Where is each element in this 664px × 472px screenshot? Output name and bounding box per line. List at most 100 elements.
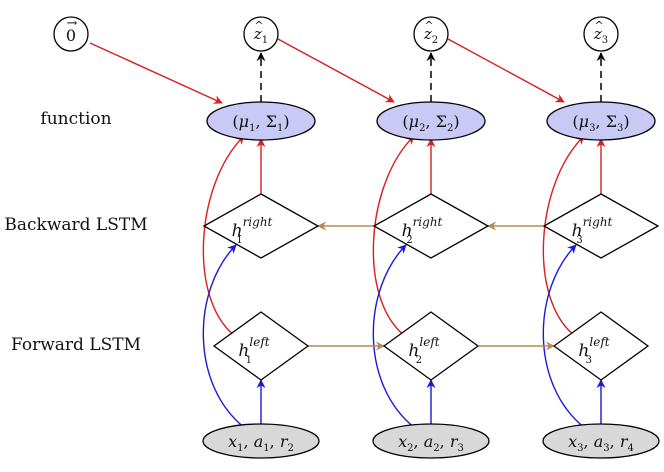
zero-vector-arrow: →: [67, 16, 78, 31]
edge-left-1-to-function-1: [202, 135, 245, 339]
input-3-term-2-sub: 3: [603, 443, 609, 454]
h-right-2-sub: 2: [406, 235, 412, 246]
h-right-2-sup: right: [413, 215, 443, 229]
svg-text:x3, a3, r4: x3, a3, r4: [568, 432, 634, 454]
edge-left-2-to-function-2: [372, 135, 415, 339]
svg-text:^: ^: [424, 19, 433, 32]
input-2-term-2-base: a: [424, 432, 434, 451]
input-2-term-2-sub: 2: [433, 443, 439, 454]
h-left-2-sub: 2: [416, 355, 422, 366]
input-1-term-1-base: x: [228, 432, 237, 451]
input-2-term-1-sub: 2: [407, 443, 413, 454]
svg-text:x2, a2, r3: x2, a2, r3: [398, 432, 464, 454]
z-hat-node-3: ^ z3: [583, 16, 619, 52]
input-1-term-3-sub: 2: [287, 443, 293, 454]
h-right-3-sub: 3: [576, 235, 582, 246]
zero-vector-symbol: 0: [66, 26, 76, 45]
row-label-backward-lstm: Backward LSTM: [4, 215, 147, 235]
h-left-1-sub: 1: [246, 355, 252, 366]
forward-lstm-node-1: hleft 1: [212, 311, 310, 381]
sigma-1-sub: 1: [277, 123, 283, 134]
edge-z-2-to-function-3: [447, 38, 565, 103]
svg-text:(μ2, Σ2): (μ2, Σ2): [402, 112, 459, 134]
z-hat-1-base: z: [253, 25, 262, 43]
mu-1-sub: 1: [249, 123, 255, 134]
function-node-1: (μ1, Σ1): [206, 101, 316, 141]
z-hat-2-base: z: [423, 25, 432, 43]
row-label-function: function: [40, 109, 111, 129]
zero-vector-node: → 0: [53, 16, 89, 52]
h-right-1-base: h: [232, 221, 243, 241]
z-hat-3-base: z: [593, 25, 602, 43]
h-left-1-base: h: [238, 341, 249, 361]
svg-text:(μ1, Σ1): (μ1, Σ1): [232, 112, 289, 134]
mu-2-sub: 2: [419, 123, 425, 134]
h-left-3-sup: left: [589, 335, 609, 349]
z-hat-3-sub: 3: [602, 35, 608, 46]
h-left-3-sub: 3: [586, 355, 592, 366]
sigma-1-base: Σ: [266, 112, 277, 131]
input-3-term-2-base: a: [594, 432, 604, 451]
h-left-1-sup: left: [249, 335, 269, 349]
h-right-1-sub: 1: [236, 235, 242, 246]
h-right-3-base: h: [572, 221, 583, 241]
input-3-term-3-base: r: [620, 432, 629, 451]
input-node-1: x1, a1, r2: [202, 423, 320, 459]
function-node-3: (μ3, Σ3): [546, 101, 656, 141]
h-right-2-base: h: [402, 221, 413, 241]
h-right-1-sup: right: [243, 215, 273, 229]
input-1-term-2-base: a: [254, 432, 264, 451]
edge-z-1-to-function-2: [277, 38, 395, 103]
z-hat-node-1: ^ z1: [243, 16, 279, 52]
input-node-2: x2, a2, r3: [372, 423, 490, 459]
svg-text:z2: z2: [423, 25, 438, 46]
input-3-term-3-sub: 4: [627, 443, 633, 454]
svg-text:z3: z3: [593, 25, 608, 46]
mu-2-base: μ: [409, 112, 419, 131]
forward-lstm-node-3: hleft 3: [552, 311, 650, 381]
edge-zero-to-function-1: [89, 42, 223, 104]
h-left-2-base: h: [408, 341, 419, 361]
input-3-term-1-sub: 3: [577, 443, 583, 454]
sigma-3-sub: 3: [617, 123, 623, 134]
input-2-term-1-base: x: [398, 432, 407, 451]
edge-input-2-to-right-2: [372, 244, 416, 429]
edge-input-3-to-right-3: [542, 244, 586, 429]
input-1-term-2-sub: 1: [263, 443, 269, 454]
sigma-2-sub: 2: [447, 123, 453, 134]
sigma-3-base: Σ: [606, 112, 617, 131]
svg-text:^: ^: [594, 19, 603, 32]
forward-lstm-node-2: hleft 2: [382, 311, 480, 381]
z-hat-2-sub: 2: [432, 35, 438, 46]
input-1-term-3-base: r: [280, 432, 289, 451]
z-hat-1-sub: 1: [262, 35, 268, 46]
h-left-2-sup: left: [419, 335, 439, 349]
mu-3-base: μ: [579, 112, 589, 131]
input-1-term-1-sub: 1: [237, 443, 243, 454]
edge-input-1-to-right-1: [202, 244, 246, 429]
input-2-term-3-sub: 3: [457, 443, 463, 454]
sigma-2-base: Σ: [436, 112, 447, 131]
input-node-3: x3, a3, r4: [542, 423, 660, 459]
function-node-2: (μ2, Σ2): [376, 101, 486, 141]
input-3-term-1-base: x: [568, 432, 577, 451]
svg-text:(μ3, Σ3): (μ3, Σ3): [572, 112, 629, 134]
svg-text:x1, a1, r2: x1, a1, r2: [228, 432, 294, 454]
h-left-3-base: h: [578, 341, 589, 361]
h-right-3-sup: right: [583, 215, 613, 229]
row-label-forward-lstm: Forward LSTM: [11, 335, 141, 355]
svg-text:^: ^: [254, 19, 263, 32]
mu-1-base: μ: [239, 112, 249, 131]
input-2-term-3-base: r: [450, 432, 459, 451]
svg-text:z1: z1: [253, 25, 268, 46]
